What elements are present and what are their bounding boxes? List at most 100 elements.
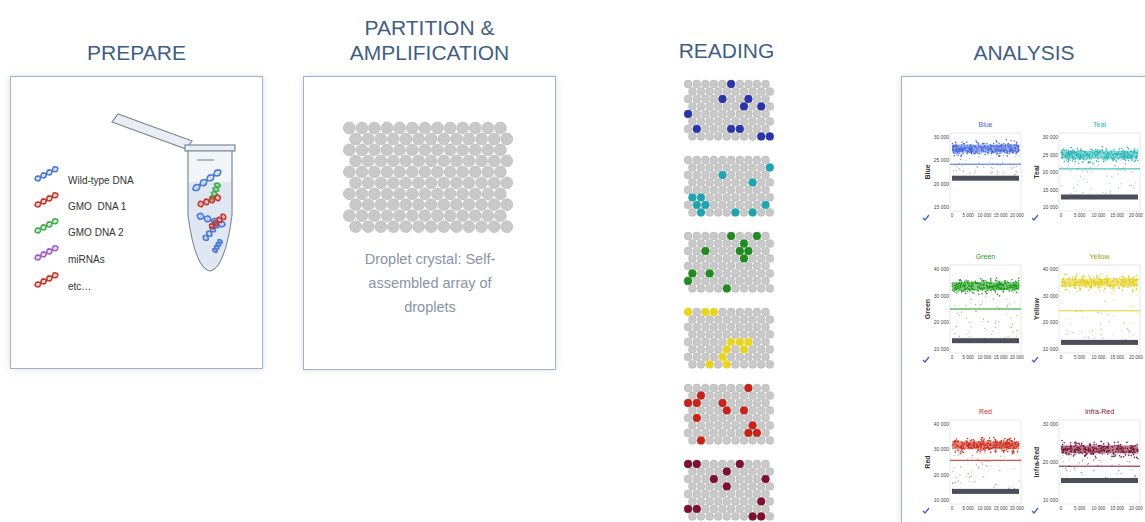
graphic: [1077, 147, 1079, 149]
tick-label: 0: [1052, 213, 1070, 219]
stage-panel: PARTITION & AMPLIFICATIONDroplet crystal…: [303, 76, 556, 370]
dna-strand: [35, 247, 58, 259]
droplet: [753, 95, 761, 103]
droplet: [753, 171, 761, 179]
graphic: [993, 143, 995, 145]
droplet: [689, 240, 697, 248]
droplet: [757, 209, 765, 217]
graphic: [1132, 306, 1133, 307]
droplet: [732, 133, 740, 141]
graphic: [1016, 315, 1017, 316]
droplet: [736, 353, 744, 361]
graphic: [1073, 187, 1074, 188]
droplet: [697, 392, 705, 400]
droplet: [762, 156, 770, 164]
droplet: [723, 209, 731, 217]
graphic: [989, 162, 990, 163]
droplet: [501, 155, 513, 167]
graphic: [1130, 306, 1131, 307]
graphic: [995, 320, 996, 321]
droplet: [438, 133, 450, 145]
graphic: [1100, 323, 1101, 324]
graphic: [985, 290, 987, 292]
droplet: [762, 384, 770, 392]
droplet: [693, 308, 701, 316]
droplet: [762, 399, 770, 407]
droplet: [406, 166, 418, 178]
graphic: [1103, 338, 1104, 339]
droplet: [697, 255, 705, 263]
legend-text: miRNAs: [68, 253, 105, 266]
droplet: [697, 103, 705, 111]
droplet: [482, 210, 494, 222]
droplet: [723, 346, 731, 354]
droplet: [432, 166, 444, 178]
graphic: [985, 296, 986, 297]
droplet: [745, 125, 753, 133]
droplet: [723, 498, 731, 506]
graphic: [1081, 276, 1083, 278]
droplet: [719, 125, 727, 133]
droplet: [684, 277, 692, 285]
droplet: [732, 346, 740, 354]
graphic: [953, 290, 955, 292]
graphic: [959, 336, 960, 337]
droplet: [762, 125, 770, 133]
droplet: [693, 232, 701, 240]
droplet: [740, 392, 748, 400]
droplet: [469, 144, 481, 156]
droplet: [732, 164, 740, 172]
graphic: [1066, 319, 1067, 320]
droplet: [689, 483, 697, 491]
graphic: [1096, 275, 1098, 277]
graphic: [1088, 162, 1090, 164]
graphic: [1131, 185, 1132, 186]
graphic: [1007, 306, 1008, 307]
dna-rung: [198, 195, 220, 207]
droplet: [375, 199, 387, 211]
droplet: [745, 110, 753, 118]
droplet: [736, 232, 744, 240]
graphic: [1102, 192, 1103, 193]
droplet: [400, 221, 412, 233]
graphic: [1008, 143, 1010, 145]
graphic: [996, 277, 998, 279]
droplet: [727, 80, 735, 88]
graphic: [999, 155, 1001, 157]
graphic: [966, 153, 968, 155]
graphic: [1087, 171, 1088, 172]
droplet: [689, 392, 697, 400]
graphic: [961, 312, 962, 313]
stage-heading: PREPARE: [0, 40, 282, 65]
tick-label: 10 000: [1035, 204, 1058, 210]
droplet: [719, 95, 727, 103]
droplet: [693, 156, 701, 164]
droplet: [719, 384, 727, 392]
droplet: [749, 468, 757, 476]
droplet: [425, 133, 437, 145]
droplet: [740, 513, 748, 521]
graphic: [1110, 287, 1112, 289]
graphic: [968, 332, 969, 333]
graphic: [1070, 147, 1072, 149]
droplet: [740, 407, 748, 415]
droplet: [356, 122, 368, 134]
droplet: [706, 468, 714, 476]
graphic: [995, 291, 997, 293]
droplet: [356, 166, 368, 178]
graphic: [1066, 159, 1068, 161]
droplet: [693, 429, 701, 437]
tick-label: 5 000: [959, 213, 977, 219]
graphic: [1016, 292, 1018, 294]
droplet: [689, 118, 697, 126]
graphic: [1110, 193, 1111, 194]
graphic: [1120, 159, 1121, 160]
droplet: [745, 262, 753, 270]
droplet: [706, 331, 714, 339]
droplet: [745, 338, 753, 346]
droplet: [736, 247, 744, 255]
droplet: [714, 133, 722, 141]
droplet: [753, 429, 761, 437]
tube-illustration: [112, 114, 235, 271]
droplet: [702, 110, 710, 118]
